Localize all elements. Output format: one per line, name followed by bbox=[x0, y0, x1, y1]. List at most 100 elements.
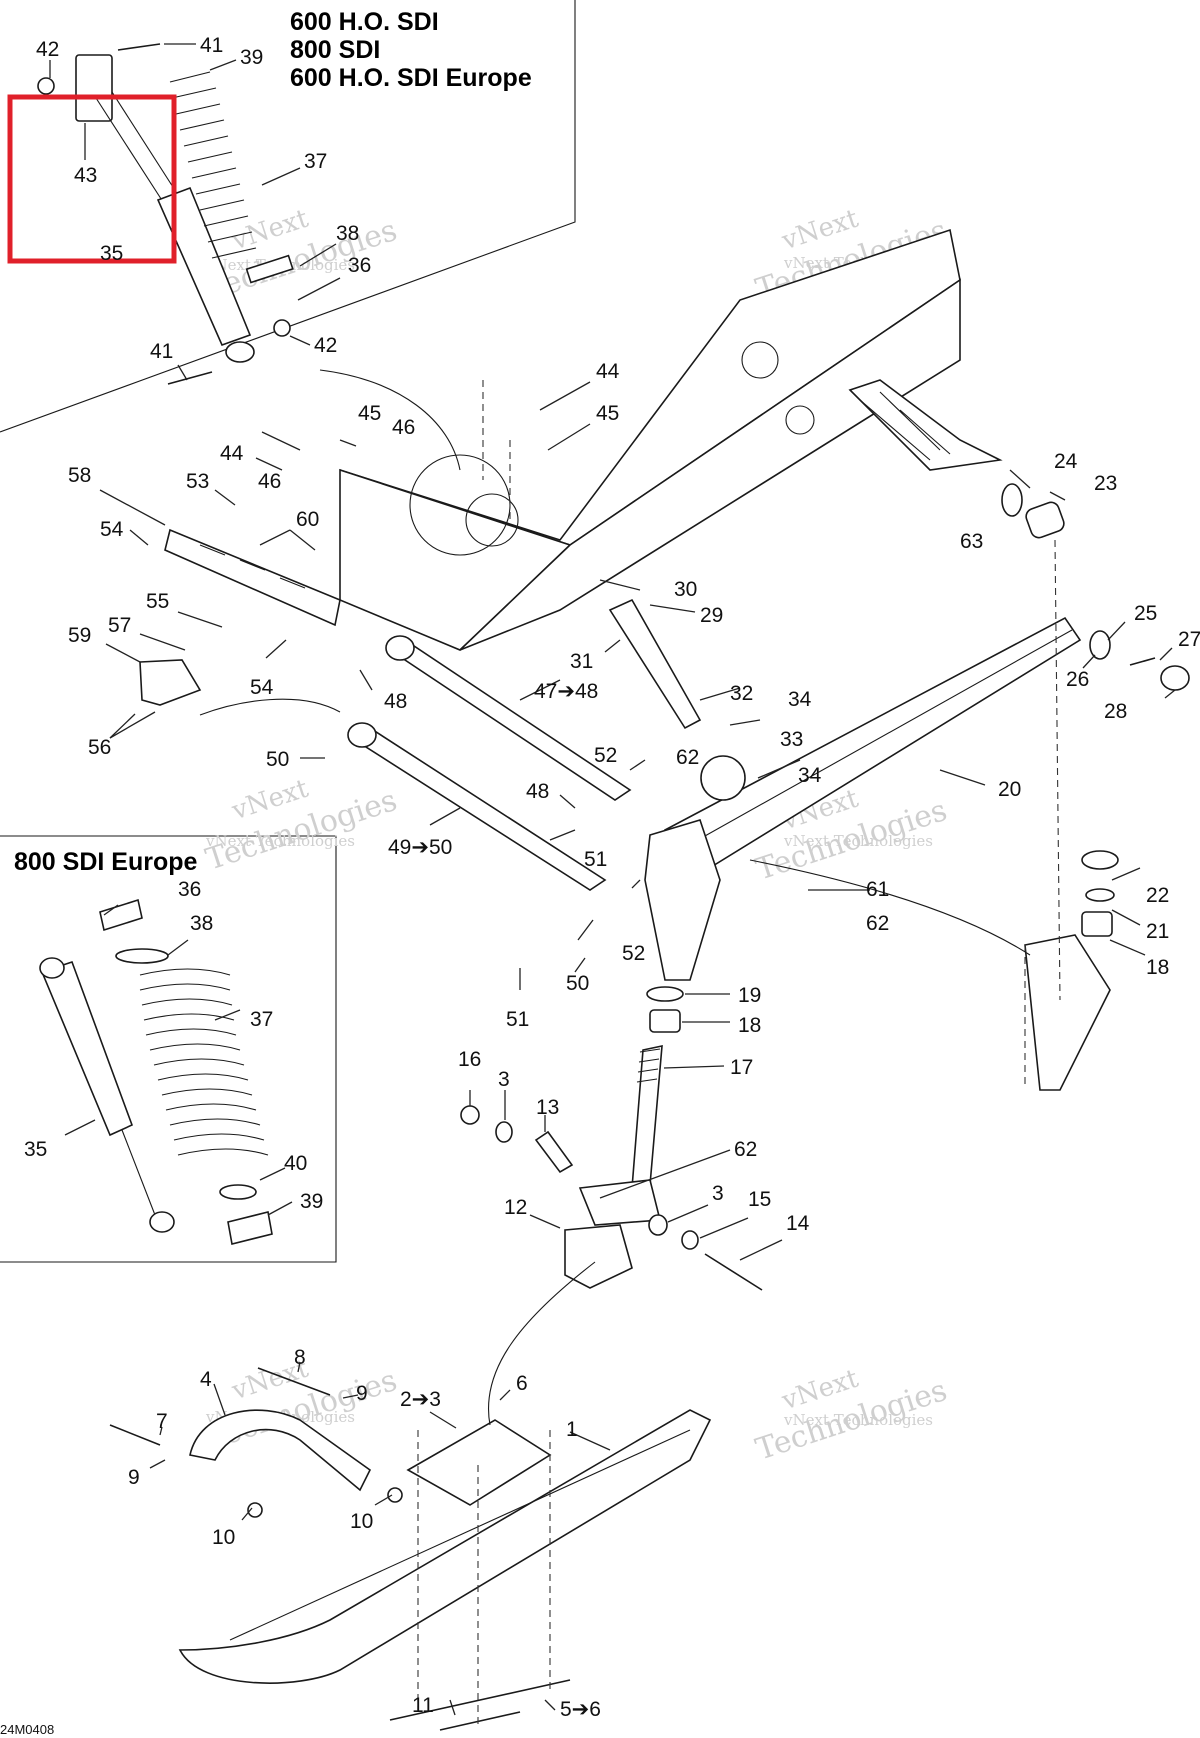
label-44-top: 44 bbox=[596, 360, 620, 383]
label-46-top: 46 bbox=[392, 416, 415, 439]
label-3-right: 3 bbox=[712, 1182, 724, 1205]
spring-cup-top bbox=[245, 254, 294, 284]
label-50-top: 50 bbox=[266, 748, 289, 771]
nut-16 bbox=[460, 1105, 480, 1125]
callout-labels: 42 41 39 43 37 35 38 36 41 42 44 45 45 4… bbox=[24, 34, 1200, 1721]
ring-21 bbox=[1085, 888, 1115, 902]
bolt-7 bbox=[109, 1424, 161, 1446]
ring-19 bbox=[646, 986, 684, 1002]
label-26: 26 bbox=[1066, 668, 1089, 691]
cup-39 bbox=[227, 1211, 273, 1245]
nut-42-bottom bbox=[273, 319, 291, 337]
shock-absorber-left bbox=[40, 960, 134, 1137]
label-51-bottom: 51 bbox=[506, 1008, 529, 1031]
label-41-top: 41 bbox=[200, 34, 223, 57]
label-44-left: 44 bbox=[220, 442, 244, 465]
coil-spring-left bbox=[139, 968, 269, 1156]
label-56: 56 bbox=[88, 736, 111, 759]
label-37-left: 37 bbox=[250, 1008, 273, 1031]
label-1: 1 bbox=[566, 1418, 578, 1441]
label-36-top: 36 bbox=[348, 254, 371, 277]
runner-11 bbox=[439, 1711, 521, 1731]
watermark-6: vNext Technologies bbox=[205, 832, 355, 850]
nut-10a bbox=[247, 1502, 263, 1518]
label-18-right: 18 bbox=[1146, 956, 1169, 979]
spindle-side-view bbox=[1024, 934, 1111, 1091]
label-24: 24 bbox=[1054, 450, 1078, 473]
label-40: 40 bbox=[284, 1152, 307, 1175]
label-25: 25 bbox=[1134, 602, 1157, 625]
watermark-11: vNext Technologies bbox=[752, 1363, 952, 1467]
label-27: 27 bbox=[1178, 628, 1200, 651]
label-18-bottom: 18 bbox=[738, 1014, 761, 1037]
label-11: 11 bbox=[412, 1694, 434, 1717]
inset-frame-top bbox=[0, 0, 576, 433]
label-52-top: 52 bbox=[594, 744, 617, 767]
label-34-top: 34 bbox=[788, 688, 812, 711]
nut-42-top bbox=[37, 77, 55, 95]
spring-seat-40 bbox=[219, 1184, 257, 1200]
label-36-left: 36 bbox=[178, 878, 201, 901]
washer-3b bbox=[648, 1214, 668, 1236]
cap-22 bbox=[1081, 850, 1119, 870]
sleeve-13 bbox=[534, 1130, 574, 1174]
label-22: 22 bbox=[1146, 884, 1169, 907]
label-39-top: 39 bbox=[240, 46, 263, 69]
label-5-6: 5➔6 bbox=[560, 1698, 601, 1721]
label-2-3: 2➔3 bbox=[400, 1388, 441, 1411]
chassis-frame bbox=[339, 228, 1003, 651]
label-20: 20 bbox=[998, 778, 1021, 801]
bushing-18 bbox=[649, 1009, 681, 1033]
runner-5-6 bbox=[389, 1679, 571, 1721]
bolt-41-bottom bbox=[167, 371, 213, 385]
label-23: 23 bbox=[1094, 472, 1117, 495]
label-35-left: 35 bbox=[24, 1138, 47, 1161]
spindle-base bbox=[578, 1179, 662, 1226]
label-49-50: 49➔50 bbox=[388, 836, 452, 859]
label-16: 16 bbox=[458, 1048, 481, 1071]
washer-3a bbox=[495, 1121, 513, 1143]
label-37-top: 37 bbox=[304, 150, 327, 173]
inset-top-title-2: 800 SDI bbox=[290, 36, 380, 64]
label-50-bottom: 50 bbox=[566, 972, 589, 995]
ski-1 bbox=[178, 1409, 712, 1731]
shock-absorber-top bbox=[75, 54, 255, 363]
label-45-top: 45 bbox=[358, 402, 381, 425]
label-61: 61 bbox=[866, 878, 889, 901]
diagram-code: 24M0408 bbox=[0, 1722, 54, 1737]
label-53: 53 bbox=[186, 470, 209, 493]
label-51-top: 51 bbox=[584, 848, 607, 871]
label-42-top: 42 bbox=[36, 38, 59, 61]
label-14: 14 bbox=[786, 1212, 810, 1235]
label-43: 43 bbox=[74, 164, 97, 187]
label-34-bottom: 34 bbox=[798, 764, 822, 787]
label-31: 31 bbox=[570, 650, 593, 673]
label-62-top: 62 bbox=[676, 746, 699, 769]
label-45-right: 45 bbox=[596, 402, 619, 425]
label-35-top: 35 bbox=[100, 242, 123, 265]
cap-28 bbox=[1160, 665, 1190, 691]
label-52-bottom: 52 bbox=[622, 942, 645, 965]
label-7: 7 bbox=[156, 1410, 168, 1433]
label-15: 15 bbox=[748, 1188, 771, 1211]
steering-arm-29 bbox=[608, 598, 702, 730]
clip-36 bbox=[99, 898, 143, 932]
bracket-59 bbox=[139, 659, 202, 706]
label-17: 17 bbox=[730, 1056, 753, 1079]
bushing-18b bbox=[1081, 911, 1113, 937]
label-13: 13 bbox=[536, 1096, 559, 1119]
label-38-top: 38 bbox=[336, 222, 359, 245]
label-30: 30 bbox=[674, 578, 697, 601]
nut-10b bbox=[387, 1487, 403, 1503]
leader-lines bbox=[49, 43, 1176, 1716]
label-29: 29 bbox=[700, 604, 723, 627]
label-60: 60 bbox=[296, 508, 319, 531]
label-38-left: 38 bbox=[190, 912, 213, 935]
label-59: 59 bbox=[68, 624, 91, 647]
bolt-8 bbox=[257, 1367, 331, 1396]
coil-spring-top bbox=[169, 71, 257, 259]
label-54-right: 54 bbox=[250, 676, 274, 699]
watermark-5: vNext Technologies bbox=[202, 773, 402, 877]
bolt-14 bbox=[704, 1253, 763, 1291]
